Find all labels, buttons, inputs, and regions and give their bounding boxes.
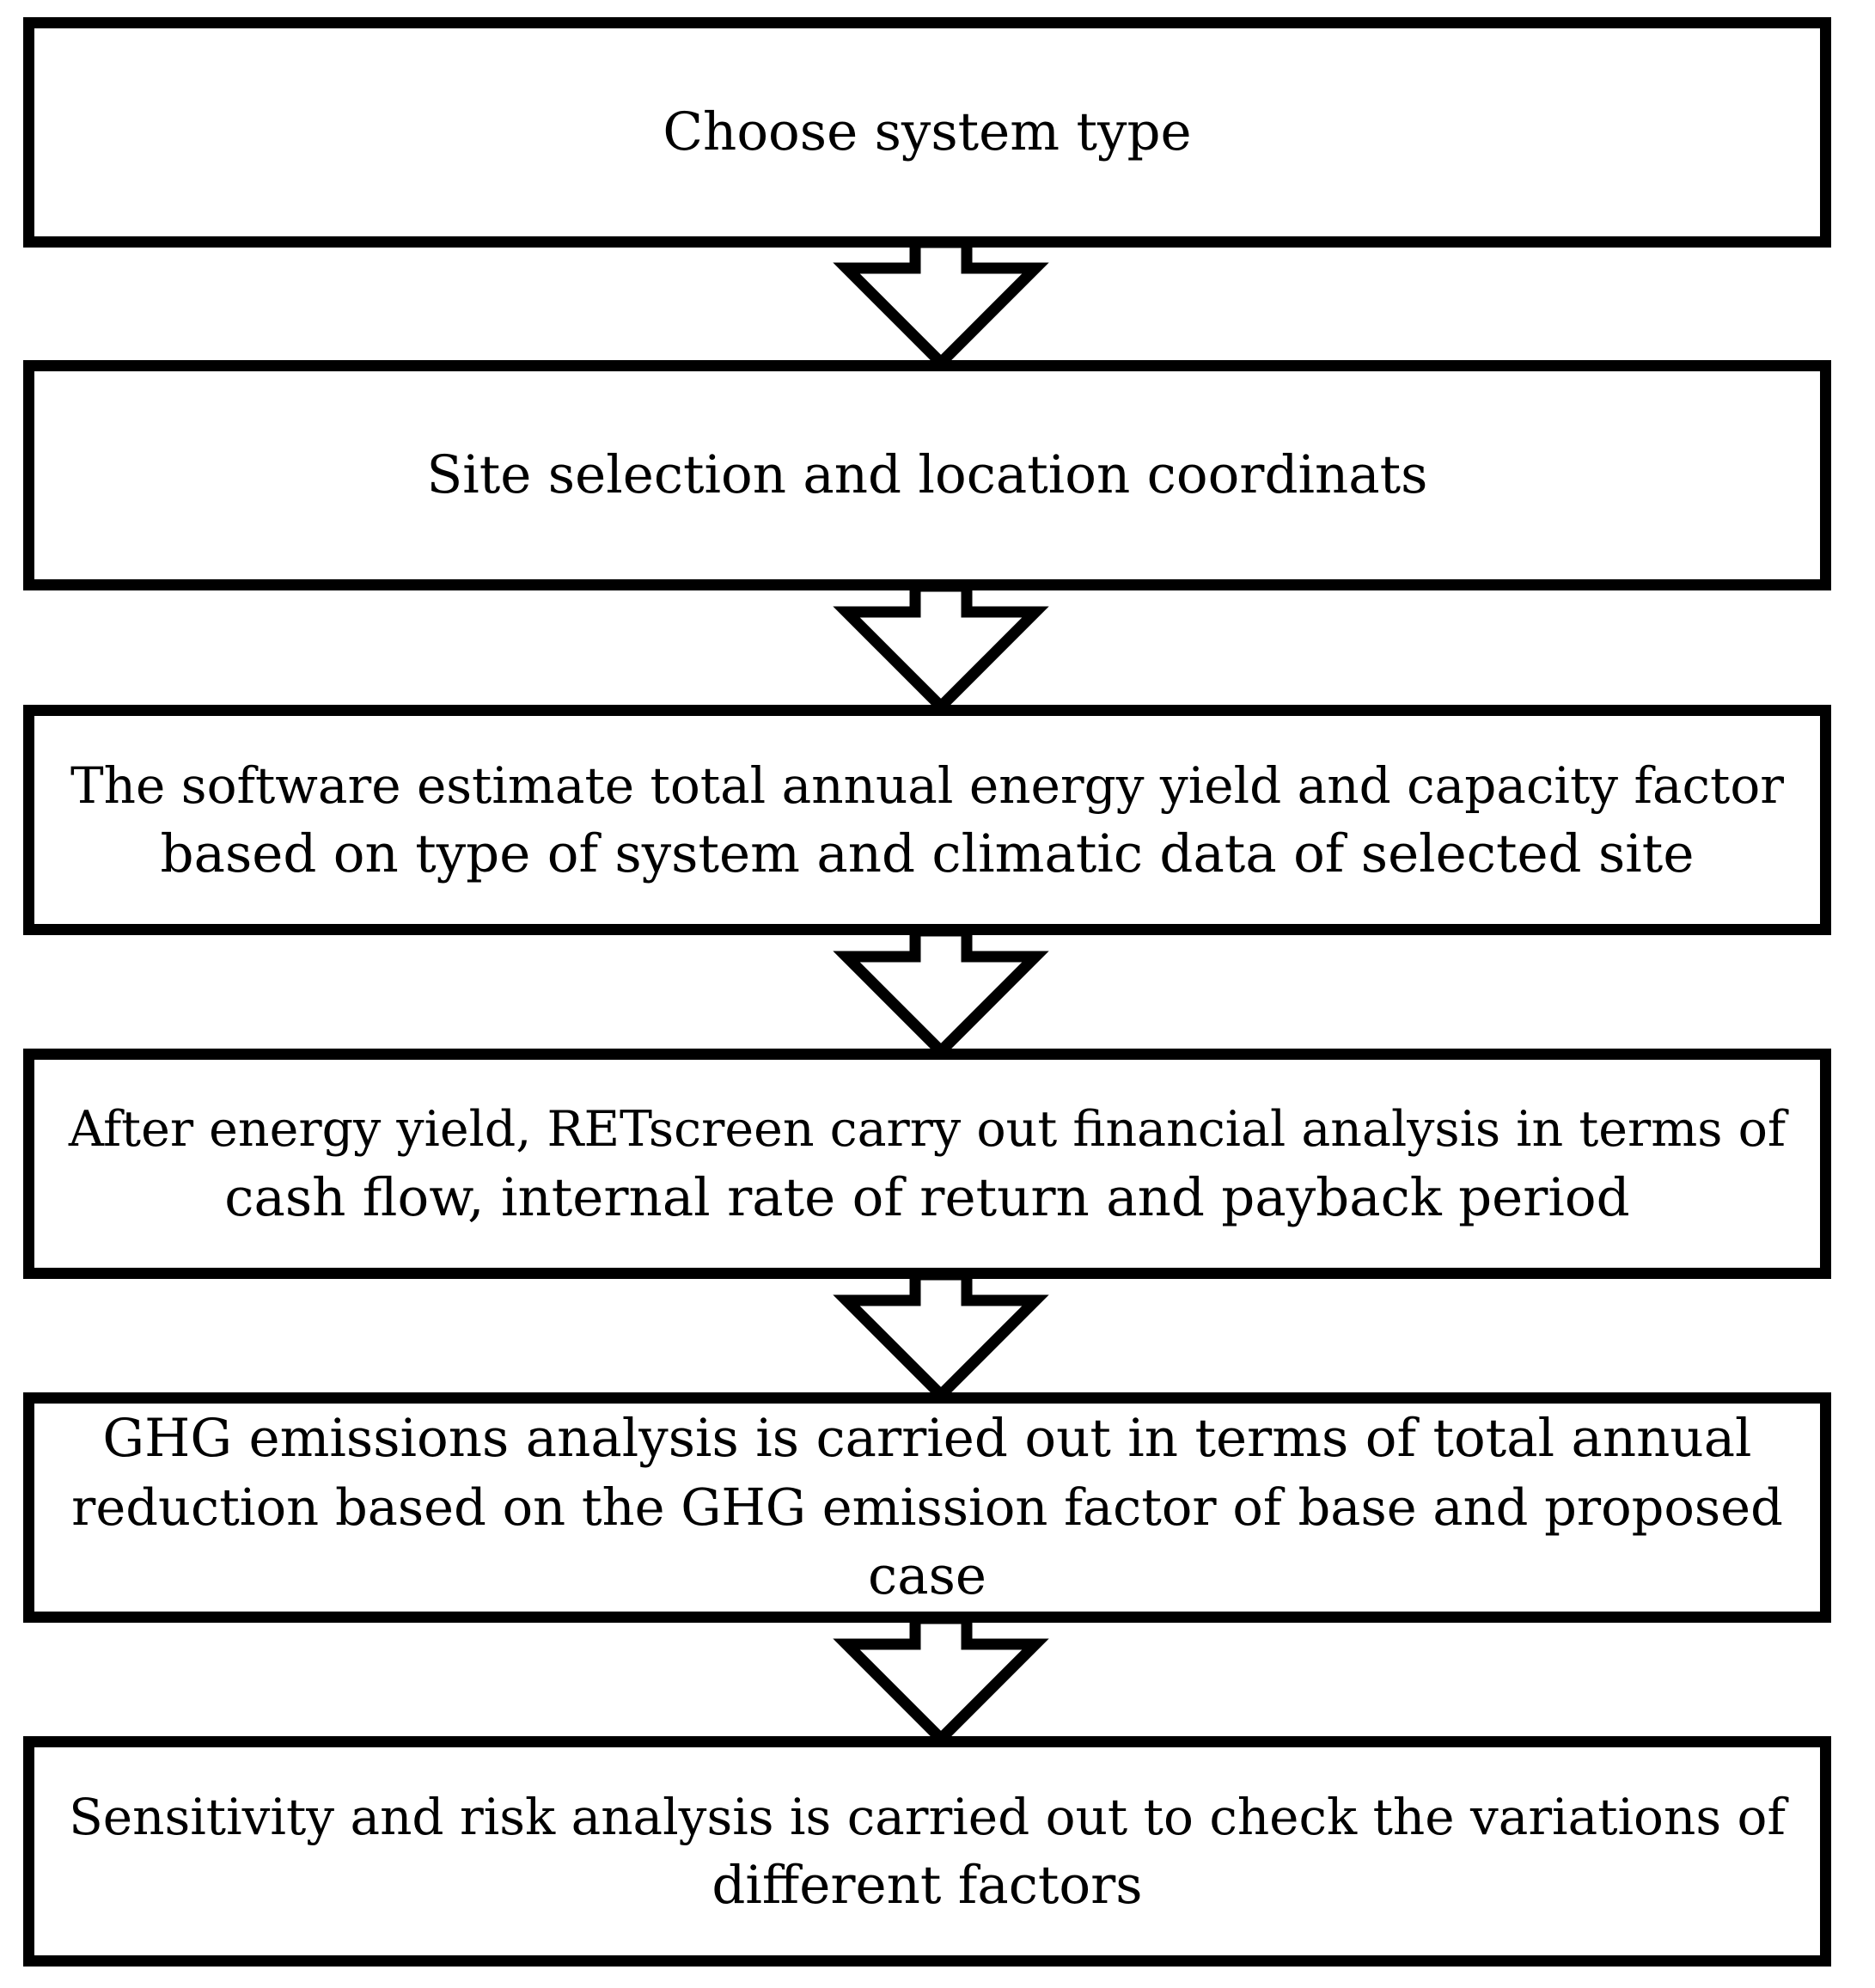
step-box-sensitivity-risk-analysis: Sensitivity and risk analysis is carried… [23, 1736, 1831, 1967]
step-box-choose-system-type: Choose system type [23, 17, 1831, 248]
step-text: Sensitivity and risk analysis is carried… [52, 1783, 1803, 1920]
down-hollow-arrow-icon [833, 1612, 1049, 1747]
down-hollow-arrow-icon [833, 1269, 1049, 1404]
step-box-site-selection: Site selection and location coordinats [23, 360, 1831, 590]
step-line: Choose system type [663, 101, 1192, 162]
step-text: Choose system type [645, 98, 1208, 167]
step-text: Site selection and location coordinats [410, 441, 1445, 510]
down-hollow-arrow-icon [833, 925, 1049, 1060]
step-line: cash flow, internal rate of return and p… [224, 1167, 1630, 1228]
step-line: GHG emissions analysis is carried out in… [102, 1408, 1752, 1469]
step-line: The software estimate total annual energ… [70, 756, 1784, 815]
down-hollow-arrow-icon [833, 580, 1049, 715]
step-text: After energy yield, RETscreen carry out … [52, 1095, 1803, 1233]
step-line: different factors [712, 1855, 1143, 1916]
step-line: After energy yield, RETscreen carry out … [68, 1101, 1786, 1158]
step-line: reduction based on the GHG emission fact… [71, 1477, 1783, 1537]
step-line: based on type of system and climatic dat… [160, 823, 1695, 884]
step-line: Sensitivity and risk analysis is carried… [69, 1788, 1786, 1846]
step-text: GHG emissions analysis is carried out in… [54, 1404, 1800, 1611]
step-box-ghg-emissions-analysis: GHG emissions analysis is carried out in… [23, 1392, 1831, 1623]
down-hollow-arrow-icon [833, 236, 1049, 371]
step-box-financial-analysis: After energy yield, RETscreen carry out … [23, 1049, 1831, 1279]
step-line: Site selection and location coordinats [426, 444, 1428, 505]
step-line: case [868, 1545, 986, 1606]
step-box-energy-yield-estimate: The software estimate total annual energ… [23, 705, 1831, 935]
step-text: The software estimate total annual energ… [53, 751, 1801, 889]
